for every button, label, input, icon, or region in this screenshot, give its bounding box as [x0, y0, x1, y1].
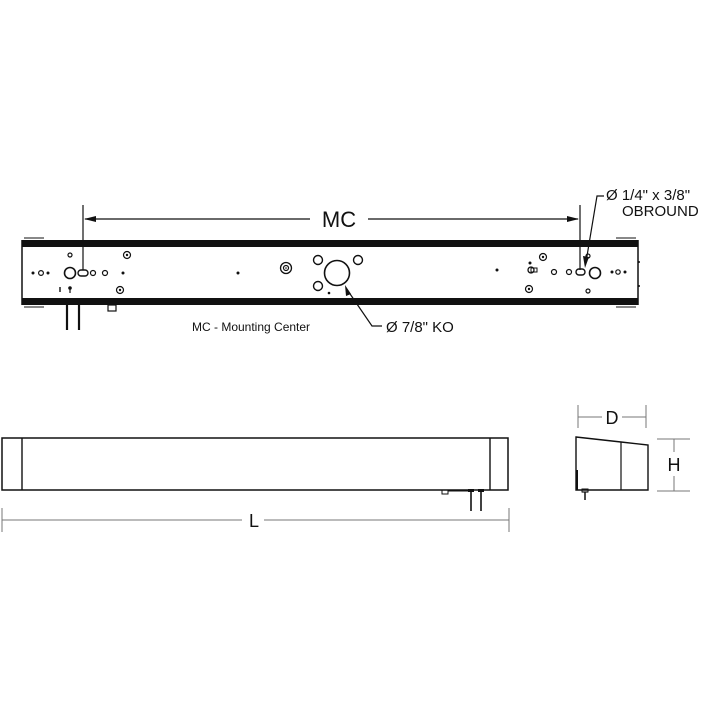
left-end-holes: [31, 250, 240, 295]
top-view: MC Ø 1/4" x 3/8" OBROUND: [21, 187, 699, 336]
mc-label: MC: [322, 207, 356, 232]
depth-label: D: [606, 408, 619, 428]
height-label: H: [668, 455, 681, 475]
side-view: L: [1, 437, 510, 532]
center-knockouts: [279, 254, 364, 295]
mc-caption: MC - Mounting Center: [192, 320, 310, 334]
housing-top: [21, 237, 640, 308]
end-view: D H: [575, 405, 690, 500]
obround-callout-line1: Ø 1/4" x 3/8": [606, 187, 690, 204]
length-dimension: L: [1, 508, 510, 532]
length-label: L: [249, 511, 259, 531]
depth-dimension: D: [577, 405, 647, 428]
right-end-holes: [495, 252, 627, 294]
height-dimension: H: [657, 438, 690, 492]
knockout-callout-label: Ø 7/8" KO: [386, 319, 454, 336]
mc-dimension: MC: [82, 205, 581, 270]
obround-callout-line2: OBROUND: [622, 203, 699, 220]
obround-callout: Ø 1/4" x 3/8" OBROUND: [583, 187, 699, 268]
knockout-callout: Ø 7/8" KO: [345, 285, 454, 336]
top-view-leads: [64, 301, 117, 330]
